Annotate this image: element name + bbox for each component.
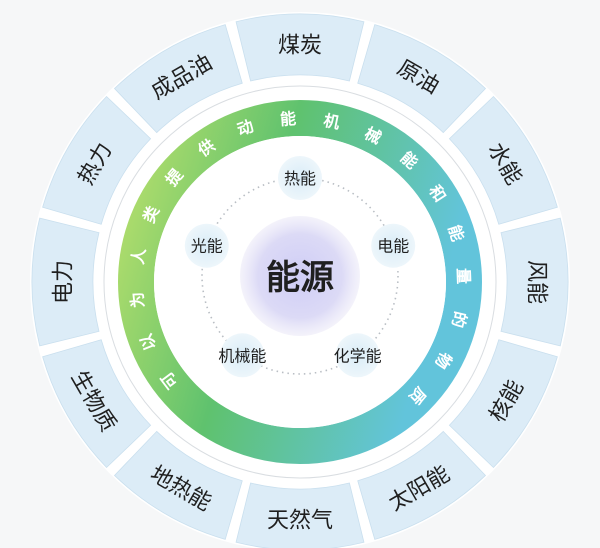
outer-segment [357,24,487,134]
arc-text-char: 能 [445,223,468,244]
energy-form-label: 机械能 [218,346,266,365]
arc-text-char: 以 [136,331,160,353]
energy-form-label: 化学能 [334,346,382,365]
outer-segment [357,430,487,540]
center-glow [240,216,360,336]
outer-segment [31,217,100,347]
energy-form-bubble [220,333,265,378]
outer-segment [500,217,569,347]
outer-segment [113,24,243,134]
outer-segment [235,482,365,548]
outer-segment [448,95,558,225]
energy-form-label: 热能 [284,169,316,188]
arc-text-char: 的 [448,310,470,330]
outer-segment [113,430,243,540]
energy-form-label: 光能 [191,237,223,256]
dotted-orbit [201,177,399,375]
arc-text-char: 人 [128,246,149,266]
arc-text-char: 械 [362,124,385,148]
arc-text-char: 能 [279,109,296,129]
outer-segment [42,339,152,469]
energy-form-bubble [278,156,322,200]
arc-text-char: 物 [431,349,455,372]
outer-segment-label: 天然气 [267,509,333,534]
outer-segment [448,339,558,469]
outer-segment-label: 电力 [52,260,77,304]
outer-segment-label: 风能 [524,260,549,304]
energy-form-bubble [335,333,380,378]
arc-text-char: 量 [454,268,474,285]
energy-form-bubble [371,223,416,268]
arc-text-char: 为 [127,291,148,309]
arc-text-char: 机 [322,111,341,133]
energy-form-label: 电能 [377,237,409,256]
center-label: 能源 [266,258,334,298]
outer-segment-label: 煤炭 [278,34,322,59]
energy-form-bubble [184,223,229,268]
outer-segment [42,95,152,225]
outer-segment [235,13,365,82]
arc-text-char: 动 [235,116,256,139]
gradient-band [118,100,482,464]
